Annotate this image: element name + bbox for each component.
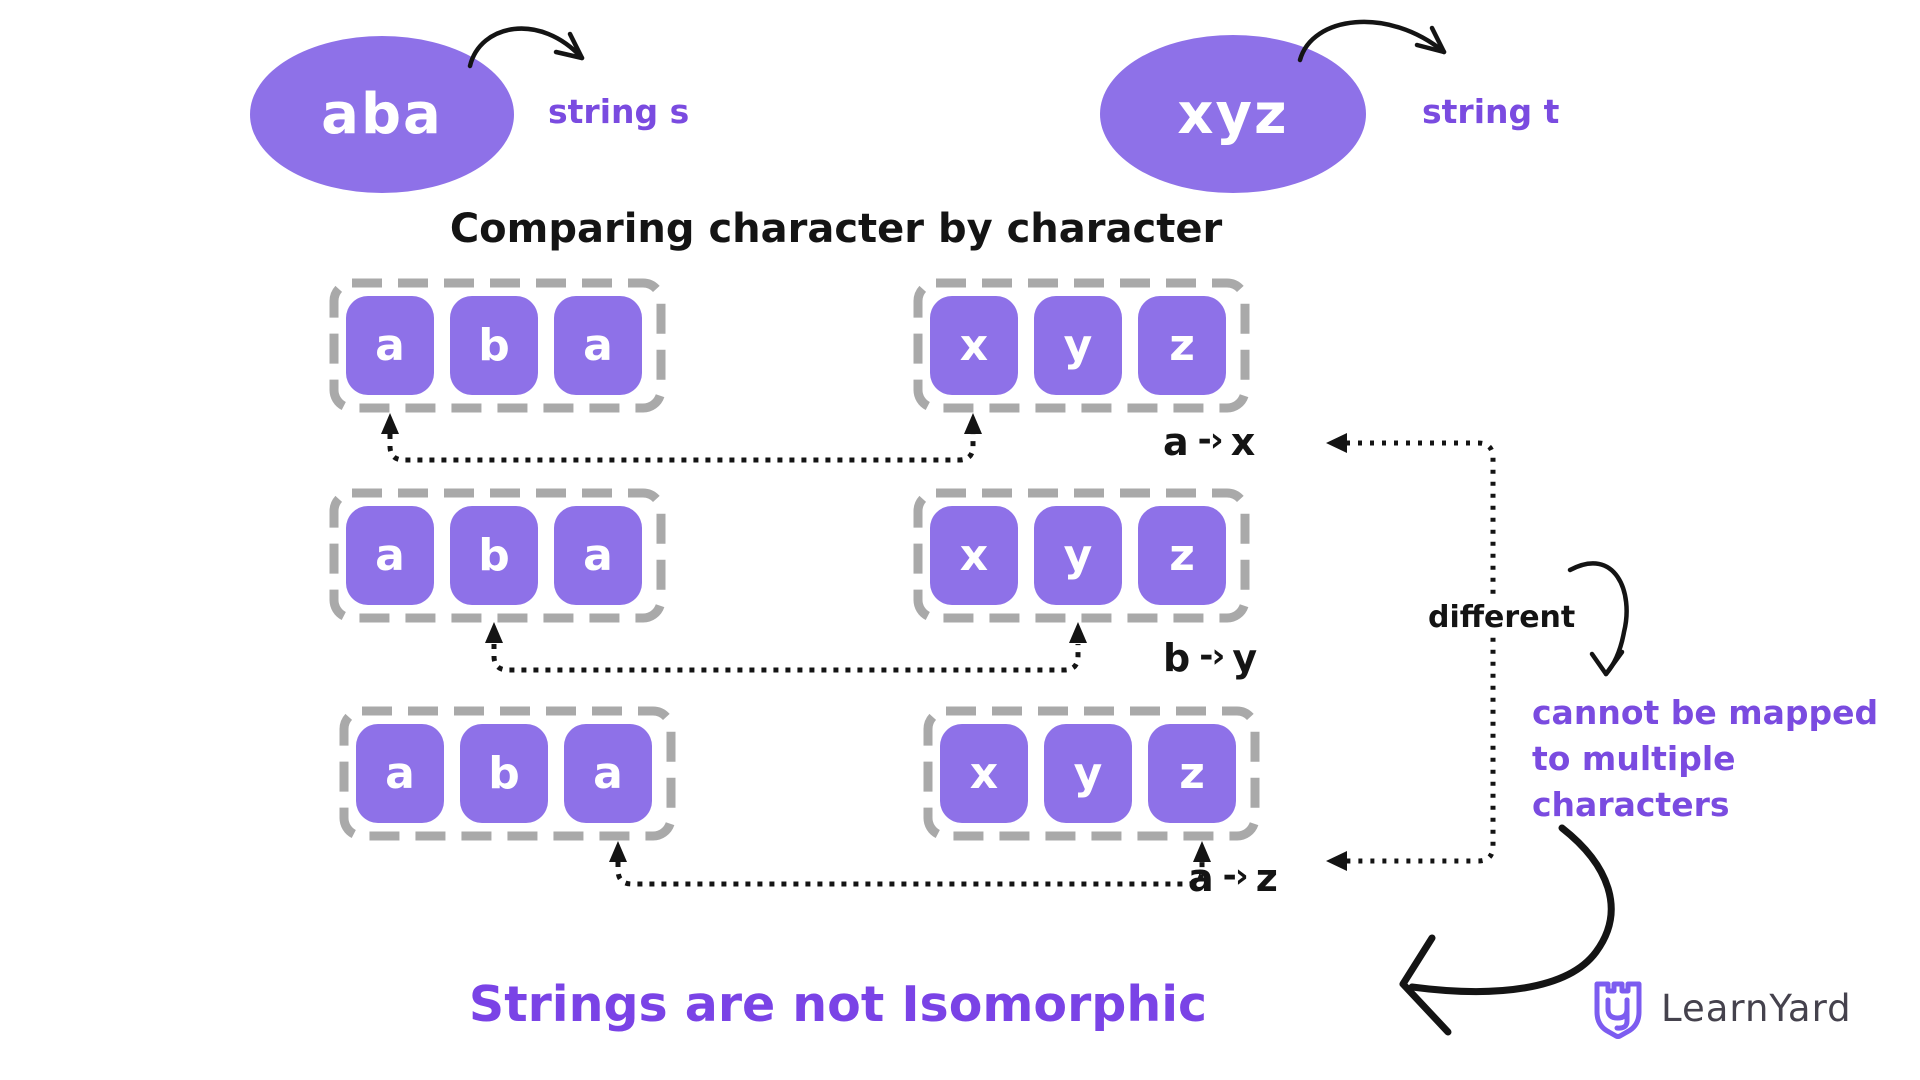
dashed-border — [913, 278, 1250, 413]
curved-arrow-conclusion — [1399, 824, 1615, 1036]
string-t-caption: string t — [1422, 92, 1560, 131]
map-to: x — [1230, 420, 1256, 464]
char: a — [375, 530, 405, 581]
char-cell: a — [564, 724, 652, 823]
char-cell: b — [450, 296, 538, 395]
char: a — [583, 530, 613, 581]
curved-arrow-string-s — [467, 26, 585, 69]
char: a — [593, 748, 623, 799]
char-cell: x — [930, 296, 1018, 395]
char: y — [1063, 530, 1093, 581]
char-cell: a — [346, 296, 434, 395]
dashed-border — [923, 706, 1260, 841]
note-line: cannot be mapped — [1532, 693, 1879, 732]
char-cell: z — [1138, 506, 1226, 605]
section-title: Comparing character by character — [449, 206, 1223, 252]
row1-mapping-connector — [381, 413, 982, 463]
string-t-bubble: xyz — [1100, 35, 1366, 193]
comparison-row-3: a b a x y z — [0, 706, 1920, 841]
char: b — [478, 320, 510, 371]
cannot-map-note: cannot be mapped to multiple characters — [1532, 690, 1878, 828]
conclusion-title: Strings are not Isomorphic — [468, 976, 1208, 1033]
different-bracket-dotted-arrow — [1326, 433, 1496, 871]
learnyard-brand: LearnYard — [1591, 976, 1852, 1040]
learnyard-wordmark: LearnYard — [1661, 986, 1852, 1030]
char-cell: z — [1148, 724, 1236, 823]
char: y — [1073, 748, 1103, 799]
row1-string-s-box: a b a — [329, 278, 666, 413]
char: z — [1179, 748, 1205, 799]
learnyard-shield-icon — [1594, 981, 1642, 1039]
char: b — [488, 748, 520, 799]
char: a — [385, 748, 415, 799]
dashed-border — [329, 278, 666, 413]
char-cell: b — [460, 724, 548, 823]
char: x — [959, 320, 989, 371]
char-cell: a — [554, 296, 642, 395]
map-to: y — [1232, 636, 1258, 680]
char-cell: z — [1138, 296, 1226, 395]
comparison-row-1: a b a x y z — [0, 278, 1920, 413]
char-cell: b — [450, 506, 538, 605]
char: b — [478, 530, 510, 581]
row2-string-t-box: x y z — [913, 488, 1250, 623]
string-s-caption: string s — [548, 92, 690, 131]
mapping-label-b-y: b-›y — [1163, 636, 1257, 680]
map-arrow-glyph: -› — [1199, 636, 1225, 676]
char: x — [959, 530, 989, 581]
dashed-border — [339, 706, 676, 841]
char-cell: a — [554, 506, 642, 605]
curved-arrow-string-t — [1297, 19, 1447, 63]
char: x — [969, 748, 999, 799]
char-cell: y — [1034, 506, 1122, 605]
comparison-row-2: a b a x y z — [0, 488, 1920, 623]
map-arrow-glyph: -› — [1197, 420, 1224, 460]
char-cell: y — [1034, 296, 1122, 395]
char: z — [1169, 320, 1195, 371]
char: a — [583, 320, 613, 371]
map-from: b — [1163, 636, 1191, 680]
char-cell: y — [1044, 724, 1132, 823]
map-from: a — [1163, 420, 1189, 464]
char: a — [375, 320, 405, 371]
map-arrow-glyph: -› — [1222, 856, 1249, 896]
curved-arrow-different-note — [1567, 561, 1629, 677]
dashed-border — [913, 488, 1250, 623]
row2-mapping-connector — [485, 622, 1087, 673]
note-line: characters — [1532, 785, 1730, 824]
char-cell: a — [346, 506, 434, 605]
char: z — [1169, 530, 1195, 581]
char-cell: x — [940, 724, 1028, 823]
row3-mapping-connector — [609, 841, 1211, 887]
map-from: a — [1188, 856, 1214, 900]
mapping-label-a-x: a-›x — [1163, 420, 1255, 464]
map-to: z — [1255, 856, 1278, 900]
dashed-border — [329, 488, 666, 623]
row2-string-s-box: a b a — [329, 488, 666, 623]
different-label: different — [1418, 598, 1586, 637]
string-s-bubble: aba — [250, 36, 514, 193]
char-cell: x — [930, 506, 1018, 605]
row3-string-t-box: x y z — [923, 706, 1260, 841]
row3-string-s-box: a b a — [339, 706, 676, 841]
string-t-value: xyz — [1177, 81, 1289, 147]
note-line: to multiple — [1532, 739, 1736, 778]
char: y — [1063, 320, 1093, 371]
char-cell: a — [356, 724, 444, 823]
string-s-value: aba — [321, 82, 443, 147]
row1-string-t-box: x y z — [913, 278, 1250, 413]
mapping-label-a-z: a-›z — [1188, 856, 1278, 900]
